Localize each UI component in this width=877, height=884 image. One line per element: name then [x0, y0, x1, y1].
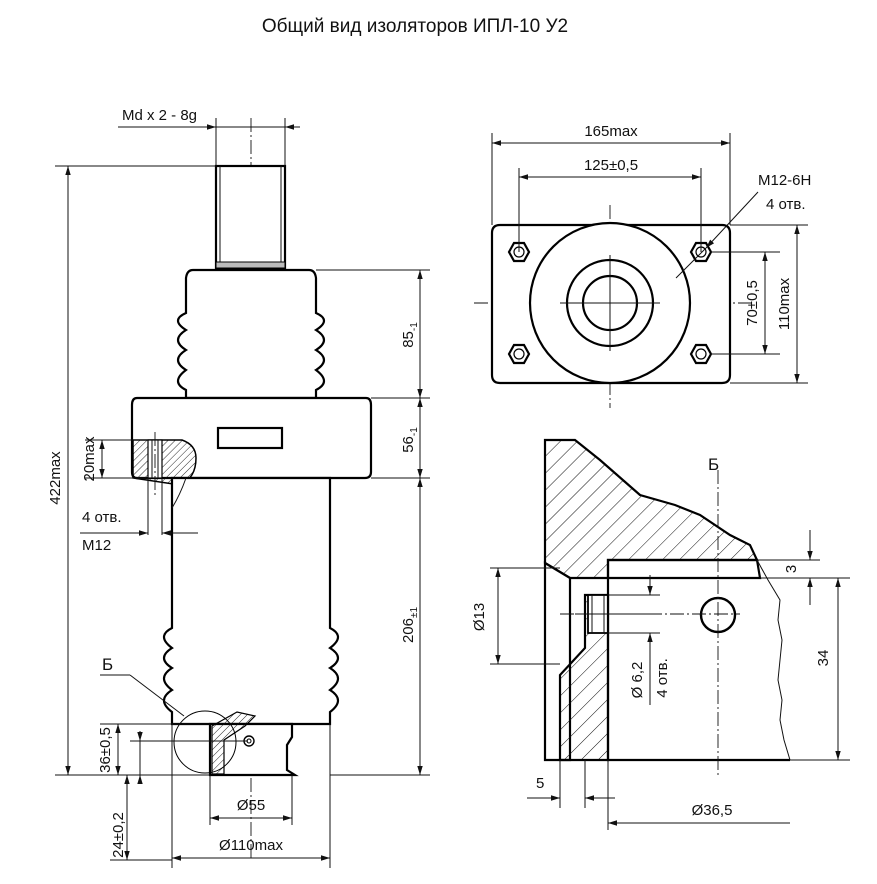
lower-height-label: 206±1: [400, 607, 420, 644]
inner-spacing-label: 70±0,5: [744, 280, 761, 326]
detail-b-label: Б: [102, 655, 113, 674]
detail-height-label: 34: [815, 650, 832, 667]
detail-view: Б 3 34 Ø13 Ø 6,2 4 отв. 5 Ø36,5: [471, 438, 850, 830]
body-diameter-label: Ø110max: [219, 837, 283, 854]
overall-depth-label: 110max: [776, 277, 793, 330]
hex-nut: [507, 343, 531, 365]
upper-insulator-body: [176, 268, 326, 400]
lower-insulator-body: [162, 476, 340, 726]
detail-diameter-label: Ø36,5: [692, 802, 733, 819]
detail-b-circle: [173, 710, 237, 774]
hole-diameter-label: Ø13: [471, 603, 488, 631]
thread-label: Md x 2 - 8g: [122, 107, 197, 124]
drawing-title: Общий вид изоляторов ИПЛ-10 У2: [261, 16, 569, 37]
detail-upper-section: [543, 438, 759, 580]
overall-width-label: 165max: [584, 123, 638, 140]
holes-count-label: 4 отв.: [82, 509, 122, 526]
thread-rod: [214, 164, 287, 270]
hole-count-label: 4 отв.: [766, 196, 806, 213]
top-dim-label: 3: [783, 565, 800, 573]
offset-label: 5: [536, 775, 544, 792]
bolt-depth-label: 20max: [81, 436, 98, 482]
base-diameter-label: Ø55: [237, 797, 265, 814]
base-fitting: [208, 722, 299, 777]
front-view: Md x 2 - 8g 422max 85-1 56-1 206±1 20max: [47, 107, 430, 868]
hole-spacing-label: 125±0,5: [584, 157, 638, 174]
holes-thread-label: M12: [82, 537, 111, 554]
small-hole-label: Ø 6,2: [629, 662, 646, 699]
hex-nut: [689, 343, 713, 365]
top-view: 165max 125±0,5 M12-6H 4 отв. 70±0,5 110m…: [474, 123, 811, 408]
nameplate: [216, 426, 284, 450]
upper-height-label: 85-1: [400, 322, 420, 348]
flange-height-label: 56-1: [400, 427, 420, 453]
detail-title-label: Б: [708, 455, 719, 474]
base-height-label: 36±0,5: [97, 727, 114, 773]
bottom-offset-label: 24±0,2: [110, 812, 127, 858]
hole-thread-label: M12-6H: [758, 172, 811, 189]
small-hole-count-label: 4 отв.: [654, 658, 671, 698]
total-height-label: 422max: [47, 451, 64, 505]
